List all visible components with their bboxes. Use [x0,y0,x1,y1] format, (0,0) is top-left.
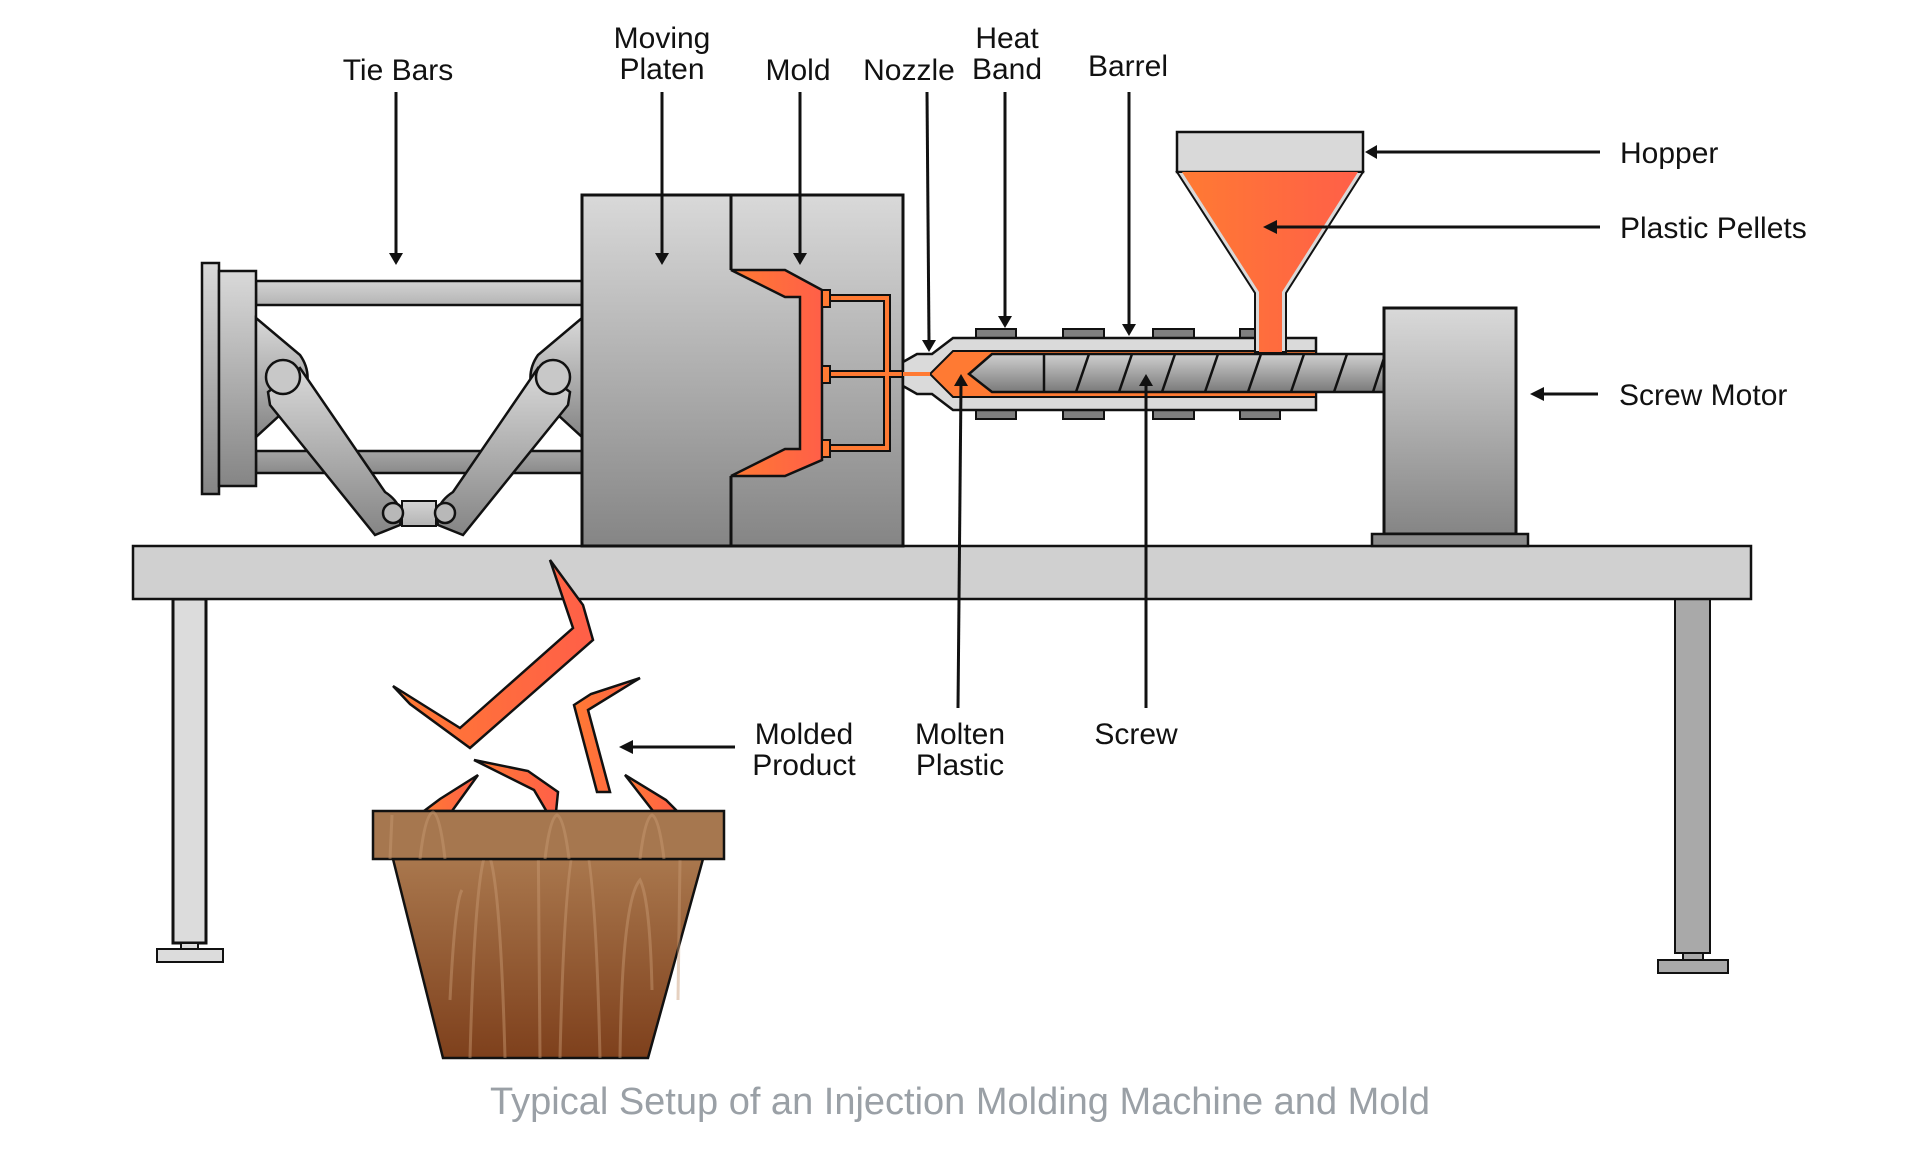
arrow-barrel [1122,92,1136,336]
figure-caption: Typical Setup of an Injection Molding Ma… [490,1081,1430,1123]
rear-platen [200,261,258,496]
arrow-molded-product [619,740,735,754]
bin-rim [371,809,726,861]
label-screw-motor: Screw Motor [1619,379,1787,412]
arrow-screw [1139,374,1153,708]
molded-products [392,559,681,814]
callout-arrows [389,91,1600,754]
hopper [1175,130,1365,353]
table-foot-right [1657,959,1729,974]
plastic-pellets [1182,172,1358,352]
machine-table [131,544,1753,974]
mold [730,268,903,478]
table-foot-left [156,948,224,963]
arrow-nozzle [922,91,936,352]
arrow-tie-bars [389,92,403,265]
label-hopper: Hopper [1620,137,1718,170]
hopper-lid [1175,130,1365,174]
toggle-clamp [254,315,584,537]
table-top [131,544,1753,601]
table-leg-left [171,597,208,945]
table-leg-right [1674,598,1711,954]
arrow-screw-motor [1530,387,1598,401]
toggle-pin [264,358,302,396]
toggle-pin [534,358,572,396]
label-nozzle: Nozzle [863,54,955,87]
toggle-pin [381,501,405,525]
label-screw: Screw [1094,718,1178,751]
screw-flights [1074,353,1386,393]
arrow-hopper [1365,145,1600,159]
label-plastic-pellets: Plastic Pellets [1620,212,1807,245]
mold-cavity [730,268,824,478]
arrow-moving-platen [655,92,669,265]
mold-gate [821,365,831,384]
label-barrel: Barrel [1088,50,1168,83]
screw-motor-base [1370,532,1530,548]
screw [967,352,1386,394]
arrow-heat-band [998,92,1012,328]
mold-gate [821,439,831,458]
collection-bin [371,809,726,1060]
arrow-mold [793,92,807,265]
screw-motor [1370,306,1530,548]
mold-gate [821,289,831,308]
label-mold: Mold [765,54,830,87]
label-tie-bars: Tie Bars [343,54,454,87]
arrow-molten-plastic [954,374,968,709]
table-leg-right-neck [1682,952,1704,961]
arrow-plastic-pellets [1263,220,1600,234]
toggle-pin [433,501,457,525]
